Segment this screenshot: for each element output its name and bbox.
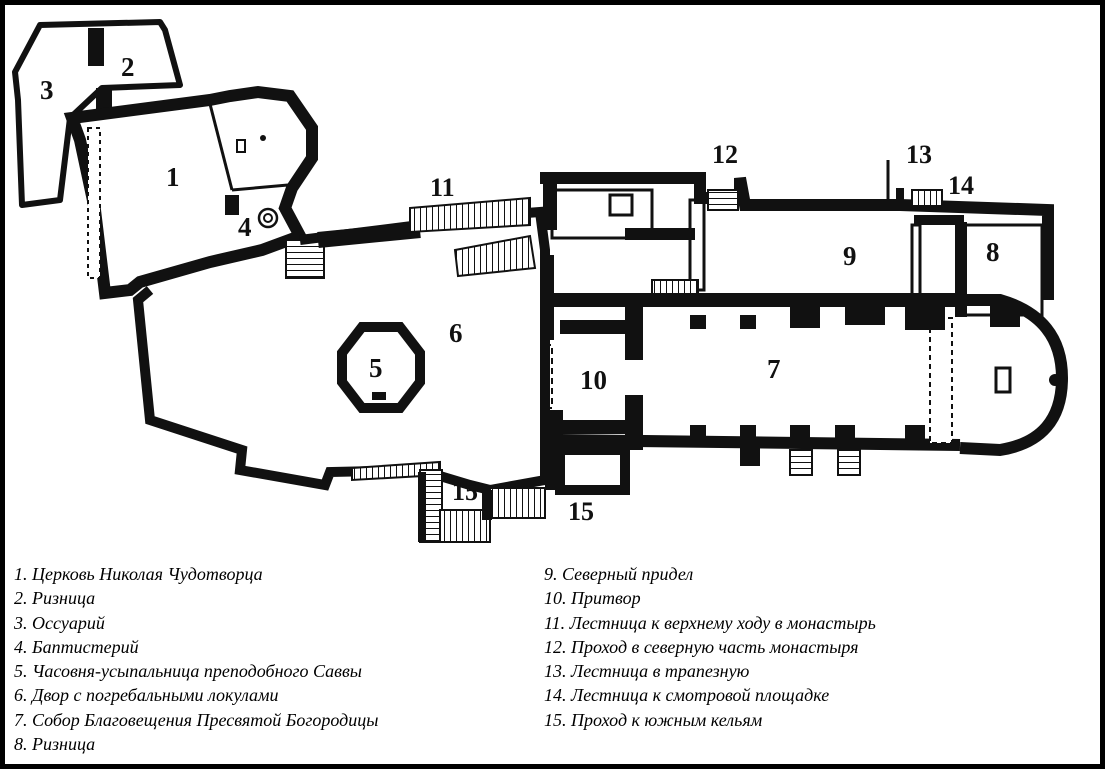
legend-item: 12. Проход в северную часть монастыря [544,636,859,657]
legend-item: 1. Церковь Николая Чудотворца [14,564,263,584]
legend-item: 8. Ризница [14,734,96,755]
plan-label-11: 11 [430,173,455,202]
plan-label-3: 3 [40,75,54,105]
plan-label-13: 13 [906,140,932,169]
narthex [542,255,643,495]
plan-label-5: 5 [369,353,383,383]
legend-item: 14. Лестница к смотровой площадке [544,685,830,706]
plan-label-6: 6 [449,318,463,348]
legend-item: 13. Лестница в трапезную [544,661,750,682]
legend-item: 10. Притвор [544,588,641,609]
legend-item: 7. Собор Благовещения Пресвятой Богороди… [14,709,379,730]
plan-label-4: 4 [238,212,252,242]
plan-label-8: 8 [986,237,1000,267]
plan-label-2: 2 [121,52,135,82]
plan-label-15-east: 15 [568,497,594,526]
legend-item: 3. Оссуарий [14,612,105,633]
legend-item: 4. Баптистерий [14,636,139,657]
plan-label-9: 9 [843,241,857,271]
cathedral-annunciation [548,293,1069,476]
stairs-15 [351,460,546,543]
legend-item: 11. Лестница к верхнему ходу в монастырь [544,612,876,633]
north-chapel [540,160,1054,307]
legend-item: 5. Часовня-усыпальница преподобного Савв… [14,661,362,682]
chapel-sava [337,322,425,413]
legend-item: 6. Двор с погребальными локулами [14,685,279,706]
stairs-11 [409,196,537,278]
plan-label-14: 14 [948,171,974,200]
church-nicholas [63,85,325,300]
legend-column-right: 9. Северный придел 10. Притвор 11. Лестн… [544,562,876,732]
legend-column-left: 1. Церковь Николая Чудотворца 2. Ризница… [14,562,378,756]
plan-label-7: 7 [767,354,781,384]
monastery-floor-plan: 1 2 3 4 5 6 7 8 9 10 11 12 13 14 15 15 [12,19,1069,543]
plan-label-10: 10 [580,365,607,395]
plan-label-12: 12 [712,140,738,169]
legend: 1. Церковь Николая Чудотворца 2. Ризница… [14,562,1094,762]
legend-item: 9. Северный придел [544,564,694,584]
legend-item: 2. Ризница [14,588,96,609]
plan-label-1: 1 [166,162,180,192]
legend-item: 15. Проход к южным кельям [544,709,763,730]
plan-label-15-west: 15 [452,477,478,506]
